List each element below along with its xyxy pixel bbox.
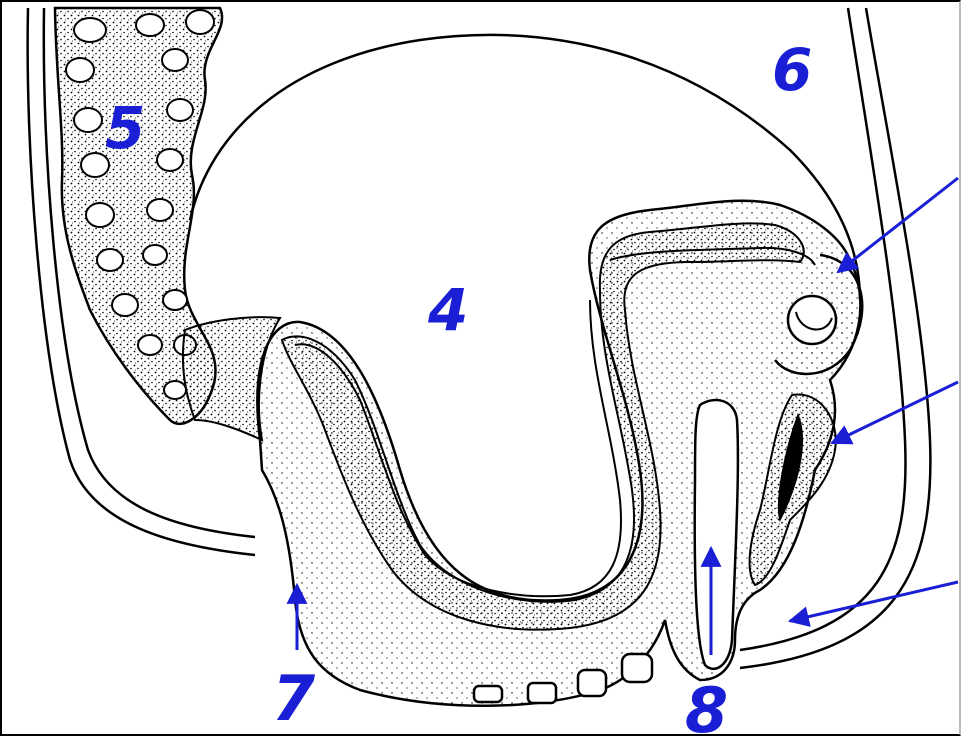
embryo-body: [257, 201, 860, 706]
label-5: 5: [105, 94, 145, 162]
label-8: 8: [685, 674, 728, 736]
label-4: 4: [427, 276, 468, 344]
foregut-tube: [695, 400, 738, 669]
arrow-heart-region: [832, 382, 958, 443]
label-7: 7: [272, 662, 316, 735]
label-6: 6: [772, 36, 812, 104]
